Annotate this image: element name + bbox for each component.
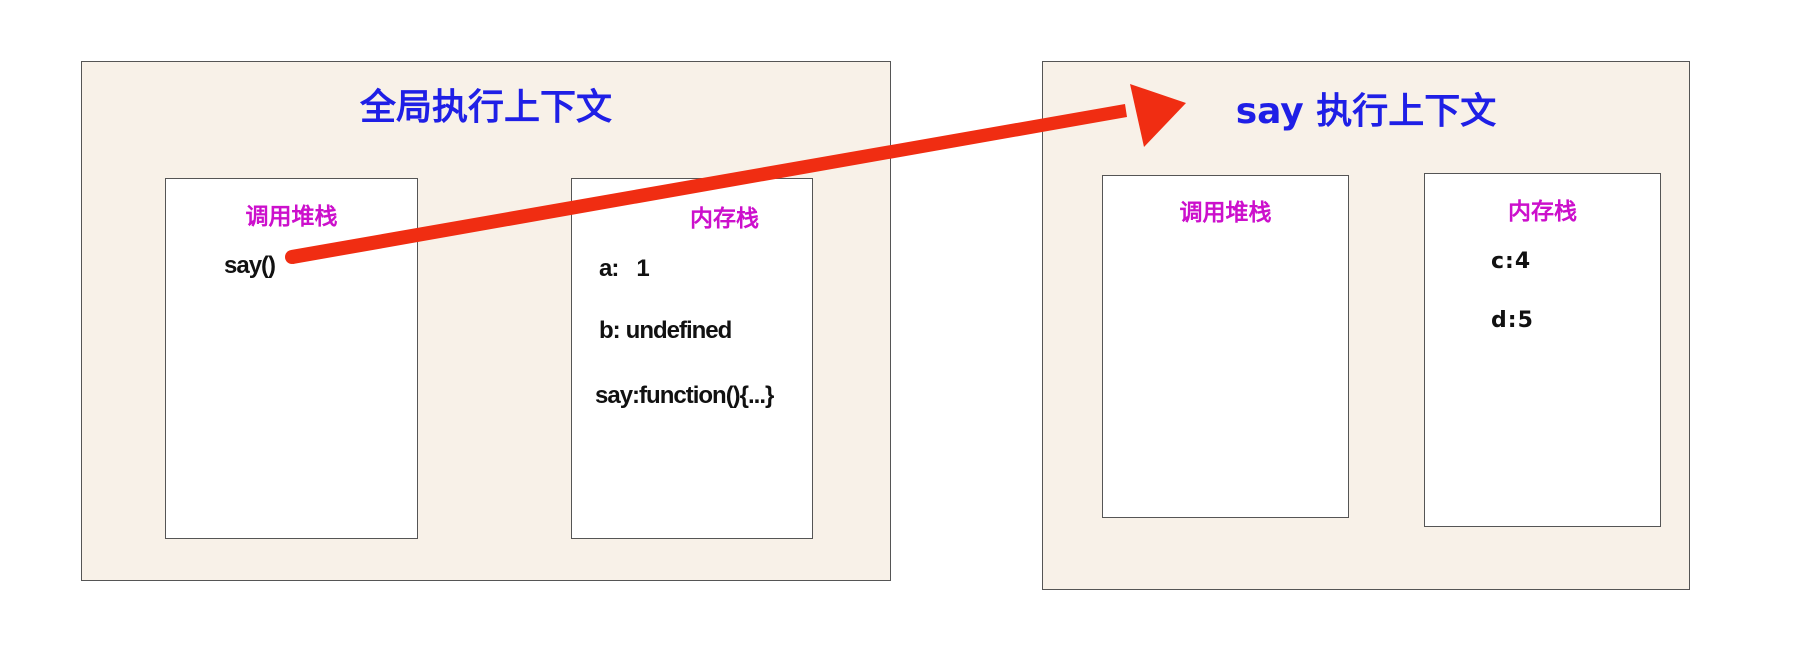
heap-entry-c-key: c (1491, 249, 1506, 274)
call-stack-item-say: say() (224, 252, 276, 279)
say-call-stack-title: 调用堆栈 (1179, 200, 1272, 226)
say-context-title: say 执行上下文 (1235, 91, 1497, 132)
global-call-stack-box: 调用堆栈 say() (165, 178, 418, 539)
heap-entry-c: c:4 (1491, 249, 1532, 274)
global-heap-box: 内存栈 a: 1 b:undefined say:function(){...} (571, 178, 813, 539)
heap-entry-say: say:function(){...} (595, 382, 774, 410)
heap-entry-b: b:undefined (599, 317, 733, 345)
heap-entry-b-key: b: (599, 317, 621, 344)
say-heap-title: 内存栈 (1508, 199, 1577, 225)
global-call-stack-title: 调用堆栈 (245, 204, 338, 230)
heap-entry-a: a: 1 (599, 255, 650, 283)
heap-entry-a-key: a: (599, 255, 619, 282)
heap-entry-d-key: d (1491, 308, 1508, 333)
heap-entry-d-value: 5 (1517, 308, 1534, 333)
heap-entry-b-value: undefined (625, 317, 733, 344)
heap-entry-a-value: 1 (636, 255, 649, 282)
global-context-title: 全局执行上下文 (359, 87, 612, 128)
say-execution-context: say 执行上下文 调用堆栈 内存栈 c:4 d:5 (1042, 61, 1690, 590)
heap-entry-say-key: say: (595, 382, 640, 409)
say-call-stack-box: 调用堆栈 (1102, 175, 1349, 518)
global-execution-context: 全局执行上下文 调用堆栈 say() 内存栈 a: 1 b:undefined s… (81, 61, 891, 581)
heap-entry-c-value: 4 (1514, 249, 1532, 274)
heap-entry-say-value: function(){...} (639, 382, 774, 409)
global-heap-title: 内存栈 (690, 206, 759, 232)
heap-entry-d: d:5 (1491, 308, 1534, 333)
say-heap-box: 内存栈 c:4 d:5 (1424, 173, 1661, 527)
